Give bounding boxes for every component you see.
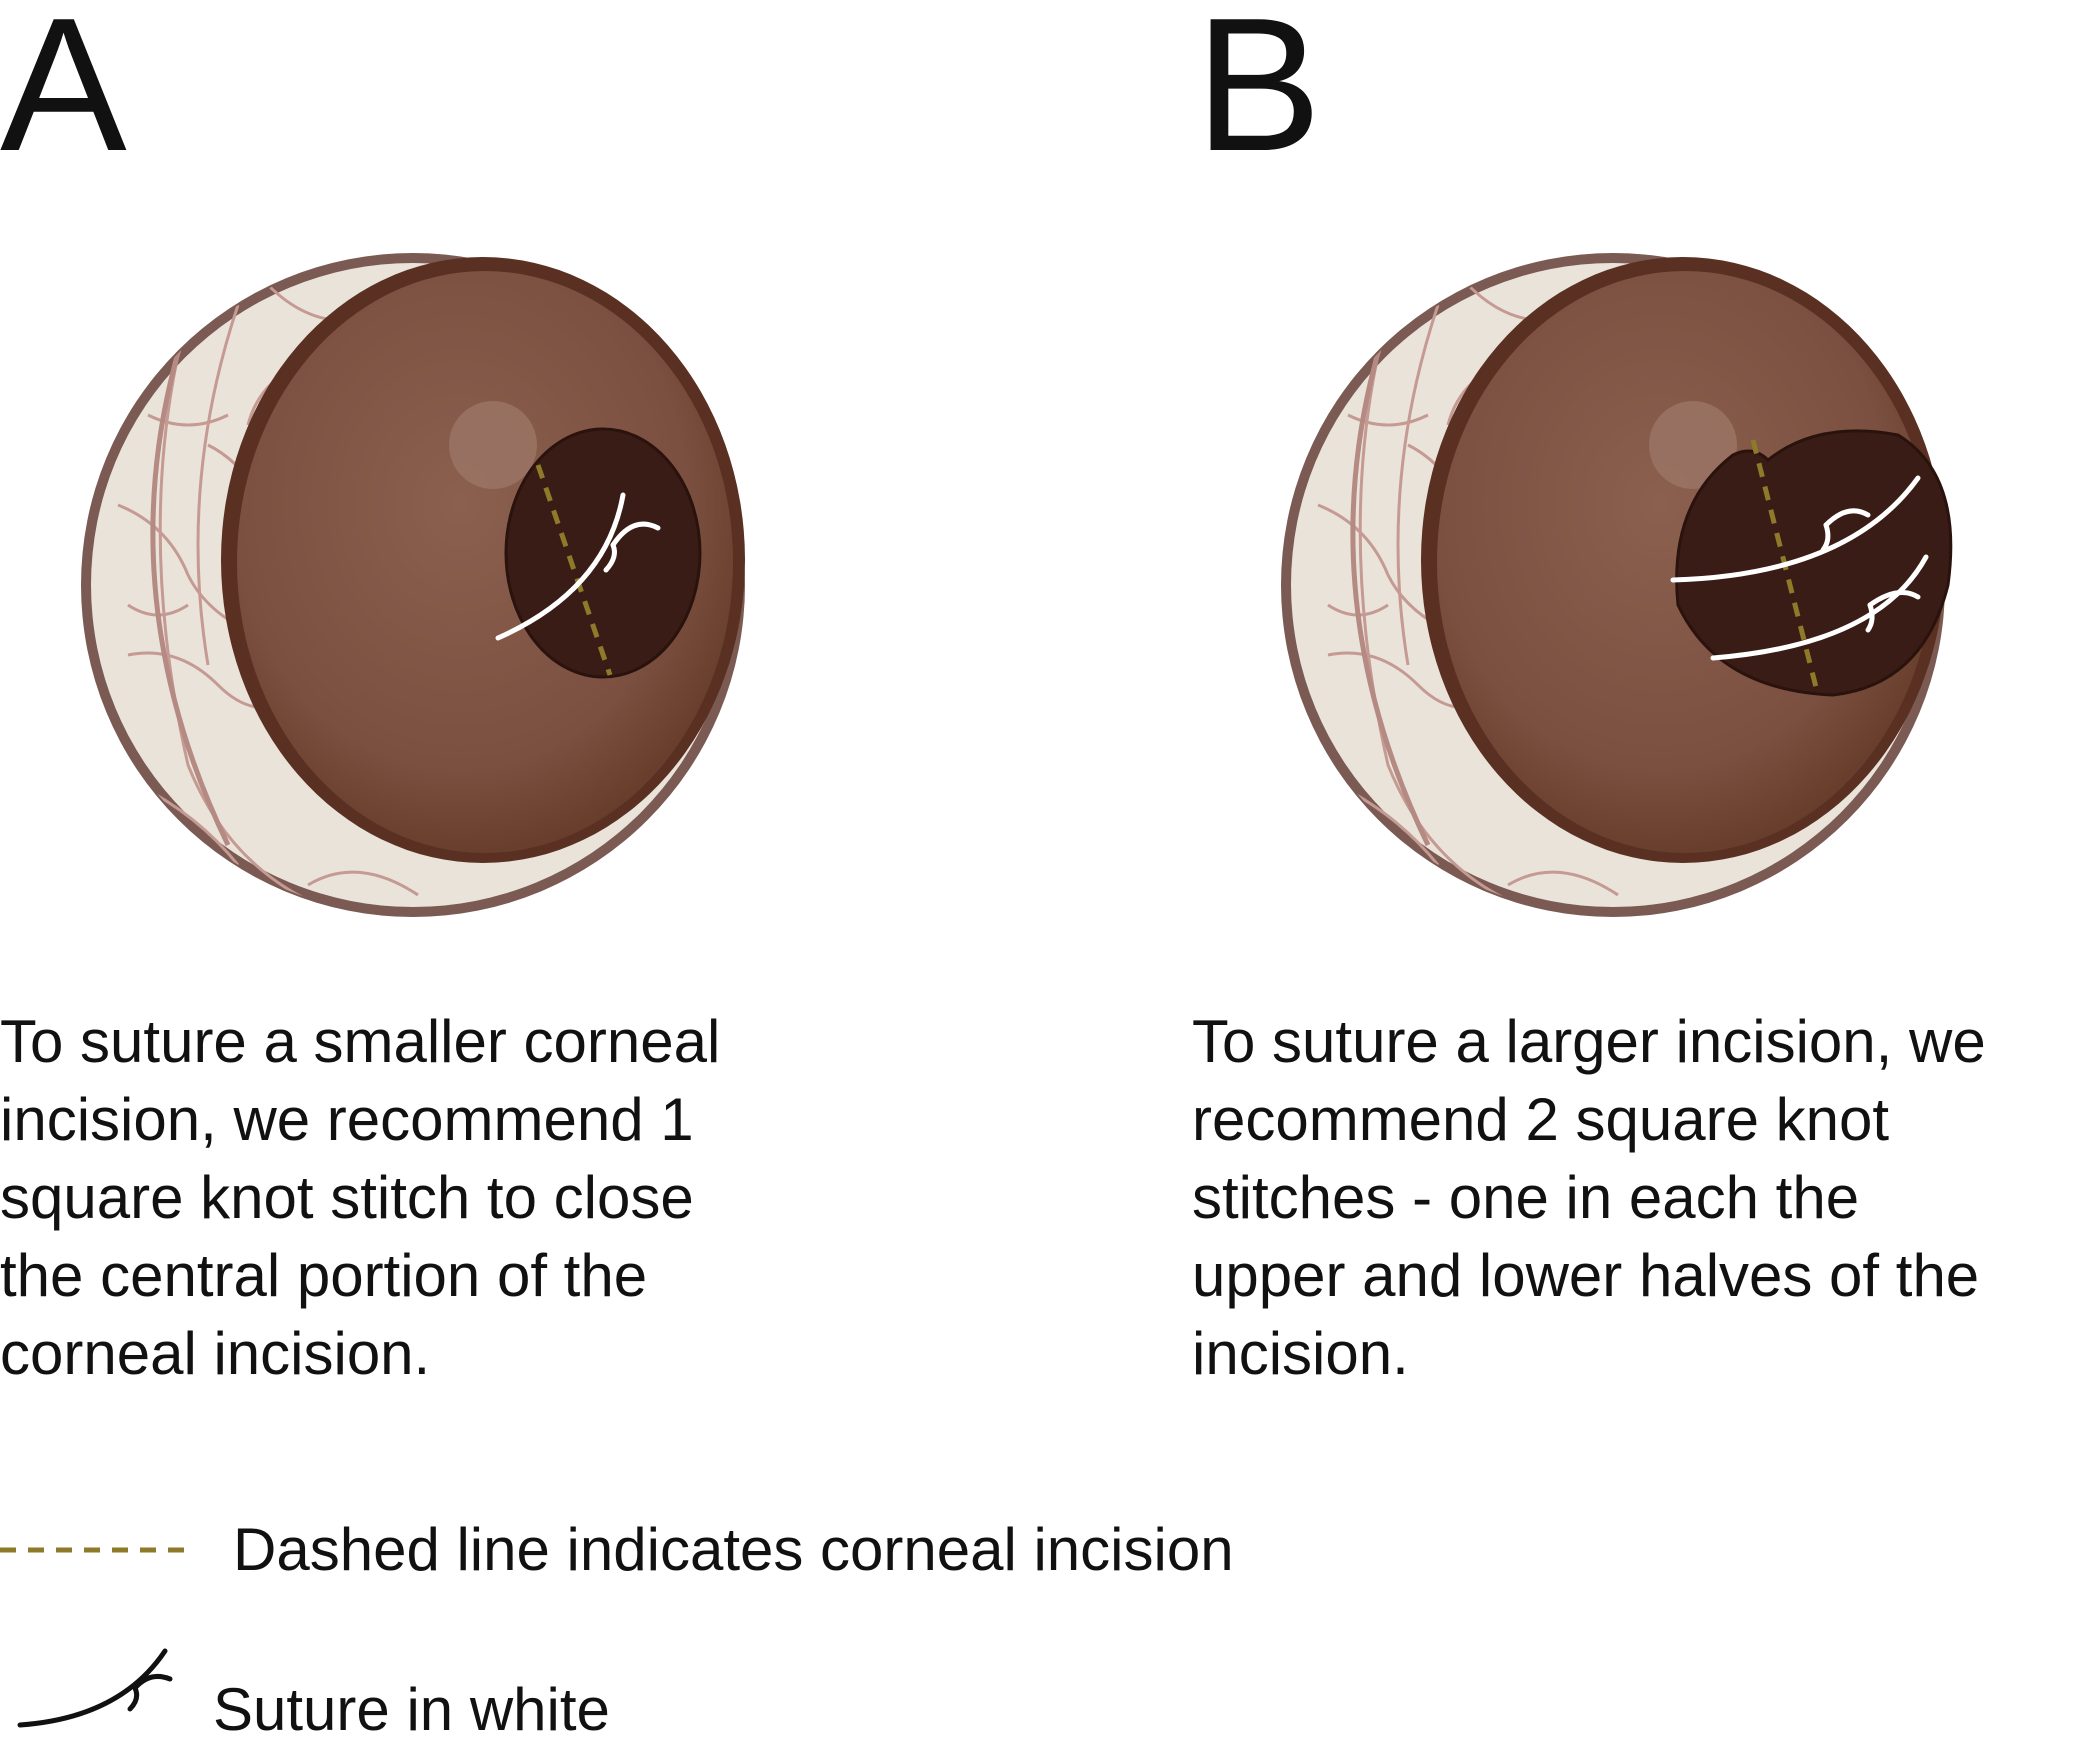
dashed-line-swatch-icon [0,1547,195,1553]
panel-a-label: A [0,0,127,191]
caption-b: To suture a larger incision, we recommen… [1192,1003,2100,1393]
suture-swatch-icon [17,1648,173,1727]
legend-item-suture: Suture in white [0,1630,610,1745]
caption-b-line: stitches - one in each the [1192,1164,1860,1231]
caption-a-line: the central portion of the [0,1242,648,1309]
iris [237,271,733,853]
caption-a-line: incision, we recommend 1 [0,1086,694,1153]
legend-item-incision: Dashed line indicates corneal incision [0,1515,1234,1585]
caption-a-line: square knot stitch to close [0,1164,694,1231]
pupil [1675,429,1953,697]
caption-a: To suture a smaller corneal incision, we… [0,1003,860,1393]
suture-stitch [495,492,661,641]
caption-a-line: corneal incision. [0,1320,431,1387]
panel-b-label: B [1195,0,1322,191]
caption-b-line: upper and lower halves of the [1192,1242,1980,1309]
suture-stitch-lower [1710,554,1929,661]
limbus-vessel [1350,304,1431,847]
caption-a-line: To suture a smaller corneal [0,1008,721,1075]
legend-label-suture: Suture in white [213,1676,610,1743]
caption-b-line: To suture a larger incision, we [1192,1008,1986,1075]
eye-illustration-a [81,253,745,917]
legend-label-incision: Dashed line indicates corneal incision [233,1516,1234,1583]
light-reflection [1649,401,1737,489]
limbus-vessel [150,304,231,847]
incision-dashed-line [1750,439,1821,696]
suture-stitch-upper [1670,475,1921,583]
caption-b-line: incision. [1192,1320,1409,1387]
eye-illustration-b [1281,253,1953,917]
light-reflection [449,401,537,489]
caption-b-line: recommend 2 square knot [1192,1086,1890,1153]
incision-dashed-line [535,464,613,676]
